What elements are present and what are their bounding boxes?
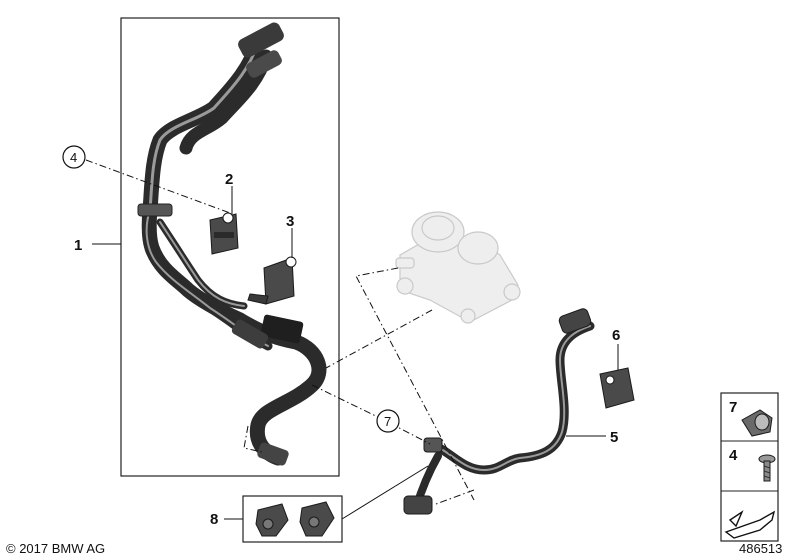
coolant-hose-part-5: [403, 308, 595, 515]
bracket-part-3: [247, 256, 297, 305]
legend-label-7: 7: [729, 399, 737, 416]
callout-7-circle: [376, 409, 400, 433]
dash-line-lower-left: [243, 425, 263, 453]
high-pressure-pump-ghost: [395, 211, 521, 324]
bracket-part-6: [599, 367, 635, 409]
arrow-symbol-icon: [724, 510, 776, 539]
hose-clip-icon: [741, 409, 773, 437]
callout-4: 4: [70, 150, 77, 165]
assembly-frame: [120, 17, 340, 477]
callout-7: 7: [384, 414, 391, 429]
bracket-part-2: [209, 212, 239, 255]
copyright-text: © 2017 BMW AG: [6, 541, 105, 556]
coolant-hose-assembly: [137, 22, 327, 466]
callout-4-circle: [62, 145, 86, 169]
connector-part-8: [255, 501, 335, 537]
callout-3: 3: [286, 213, 294, 230]
dash-line-lower-right: [435, 489, 475, 505]
dash-line-pump-mid: [325, 309, 433, 369]
callout-1: 1: [74, 237, 82, 254]
legend-label-4: 4: [729, 447, 738, 464]
callout-8: 8: [210, 511, 218, 528]
part-8-box: [242, 495, 343, 543]
callout-6: 6: [612, 327, 620, 344]
callout-5: 5: [610, 429, 618, 446]
legend-panel: [720, 392, 779, 542]
callout-2: 2: [225, 171, 233, 188]
dash-line-7: [311, 384, 431, 445]
dash-line-4: [85, 159, 231, 214]
screw-icon: [758, 454, 776, 482]
leader-8-to-part: [341, 465, 429, 520]
diagram-number: 486513: [739, 541, 782, 556]
